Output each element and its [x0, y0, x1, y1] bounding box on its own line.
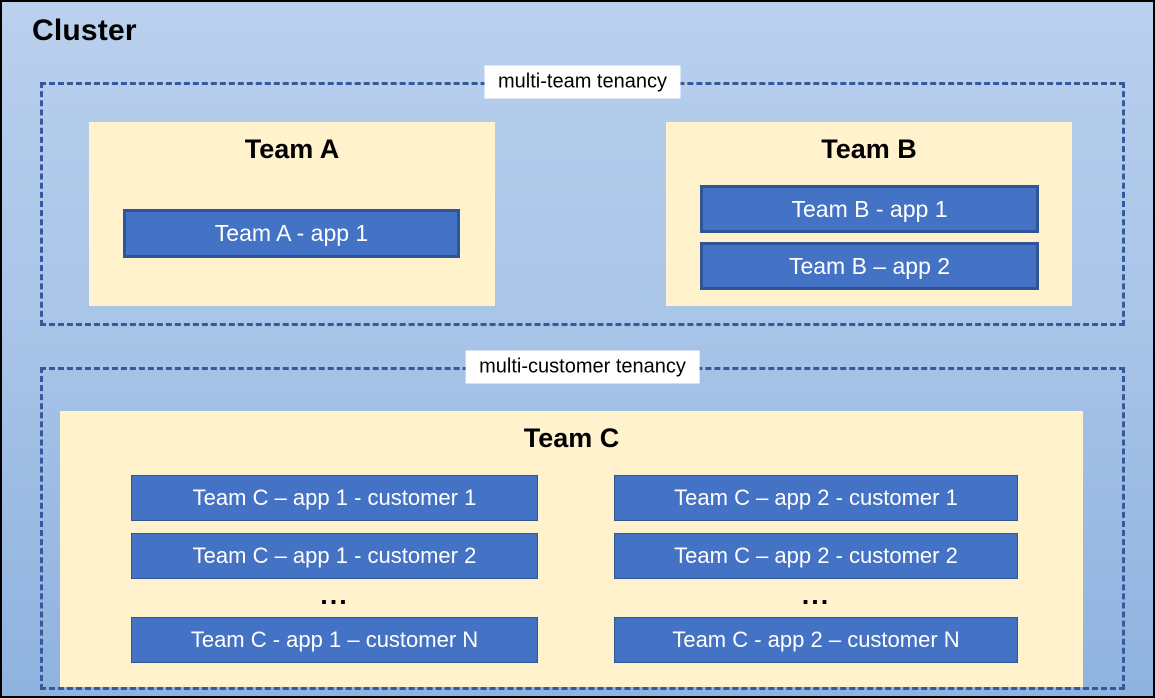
team-a-app-1: Team A - app 1	[123, 209, 460, 258]
team-c-app1-customerN: Team C - app 1 – customer N	[131, 617, 538, 663]
team-c-app2-ellipsis: ...	[801, 579, 831, 610]
team-c-app2-customerN: Team C - app 2 – customer N	[614, 617, 1018, 663]
team-a-box: Team A Team A - app 1	[89, 122, 495, 306]
team-b-box: Team B Team B - app 1 Team B – app 2	[666, 122, 1072, 306]
team-b-title: Team B	[821, 134, 917, 164]
team-a-title: Team A	[244, 134, 340, 164]
team-c-box: Team C Team C – app 1 - customer 1 Team …	[60, 411, 1083, 687]
zone-multi-team-tenancy: multi-team tenancy Team A Team A - app 1…	[40, 65, 1125, 326]
cluster-title: Cluster	[32, 14, 137, 47]
zone-multi-customer-label: multi-customer tenancy	[465, 350, 700, 384]
team-c-app1-customer1: Team C – app 1 - customer 1	[131, 475, 538, 521]
zone-multi-customer-tenancy: multi-customer tenancy Team C Team C – a…	[40, 350, 1125, 690]
team-b-app-2: Team B – app 2	[700, 242, 1039, 290]
team-c-app1-ellipsis: ...	[320, 579, 349, 610]
zone-multi-team-label: multi-team tenancy	[484, 65, 681, 99]
team-b-app-1: Team B - app 1	[700, 185, 1039, 233]
team-c-app1-customer2: Team C – app 1 - customer 2	[131, 533, 538, 579]
team-c-app2-column: Team C – app 2 - customer 1 Team C – app…	[614, 411, 1018, 687]
team-c-title: Team C	[523, 423, 620, 453]
team-c-app2-customer1: Team C – app 2 - customer 1	[614, 475, 1018, 521]
team-c-app1-column: Team C – app 1 - customer 1 Team C – app…	[131, 411, 538, 687]
team-c-app2-customer2: Team C – app 2 - customer 2	[614, 533, 1018, 579]
